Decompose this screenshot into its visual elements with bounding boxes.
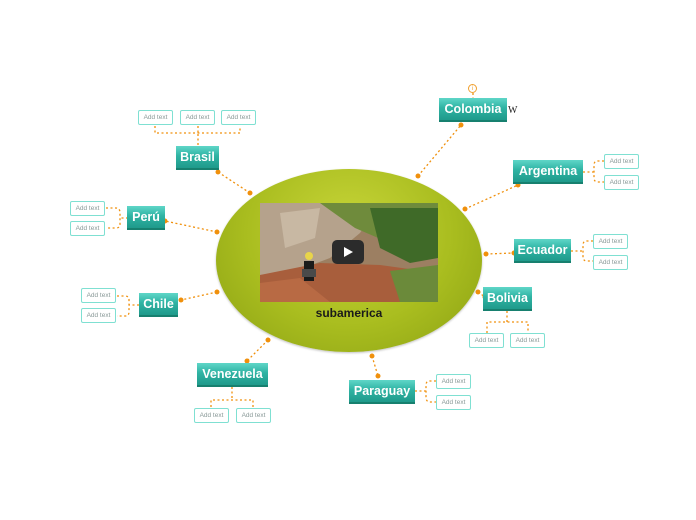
subtopic-bolivia-2[interactable]: Add text (510, 333, 545, 348)
topic-colombia[interactable]: Colombia (439, 98, 507, 122)
colombia-note: W (508, 105, 518, 116)
central-topic-label: subamerica (315, 306, 383, 320)
subtopic-paraguay-2[interactable]: Add text (436, 395, 471, 410)
subtopic-paraguay-1[interactable]: Add text (436, 374, 471, 389)
topic-brasil[interactable]: Brasil (176, 146, 219, 170)
subtopic-peru-2[interactable]: Add text (70, 221, 105, 236)
topic-ecuador[interactable]: Ecuador (514, 239, 571, 263)
subtopic-venezuela-2[interactable]: Add text (236, 408, 271, 423)
subtopic-ecuador-1[interactable]: Add text (593, 234, 628, 249)
topic-peru[interactable]: Perú (127, 206, 165, 230)
subtopic-argentina-1[interactable]: Add text (604, 154, 639, 169)
subtopic-brasil-1[interactable]: Add text (138, 110, 173, 125)
subtopic-ecuador-2[interactable]: Add text (593, 255, 628, 270)
topic-chile[interactable]: Chile (139, 293, 178, 317)
topic-paraguay[interactable]: Paraguay (349, 380, 415, 404)
topic-venezuela[interactable]: Venezuela (197, 363, 268, 387)
subtopic-peru-1[interactable]: Add text (70, 201, 105, 216)
subtopic-chile-2[interactable]: Add text (81, 308, 116, 323)
subtopic-argentina-2[interactable]: Add text (604, 175, 639, 190)
subtopic-brasil-2[interactable]: Add text (180, 110, 215, 125)
topic-bolivia[interactable]: Bolivia (483, 287, 532, 311)
subtopic-venezuela-1[interactable]: Add text (194, 408, 229, 423)
subtopic-brasil-3[interactable]: Add text (221, 110, 256, 125)
subtopic-bolivia-1[interactable]: Add text (469, 333, 504, 348)
video-play-button[interactable] (332, 240, 364, 264)
marker-icon[interactable]: i (468, 84, 477, 93)
play-icon (344, 247, 353, 257)
topic-argentina[interactable]: Argentina (513, 160, 583, 184)
subtopic-chile-1[interactable]: Add text (81, 288, 116, 303)
